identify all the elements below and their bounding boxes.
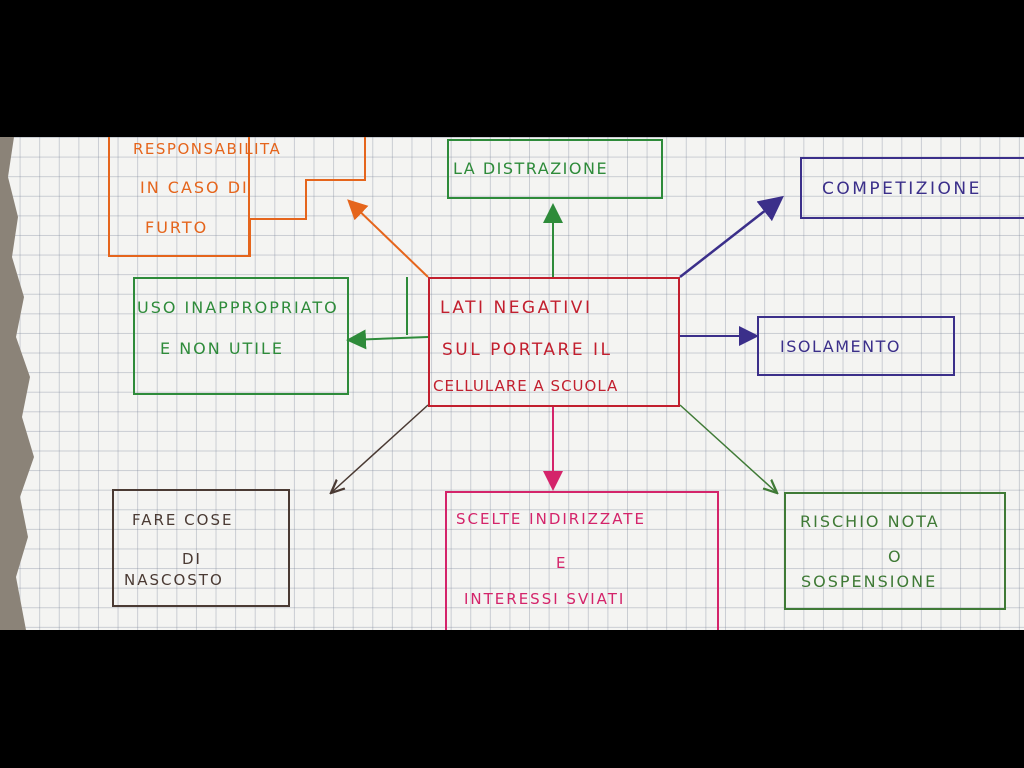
isolamento-label: ISOLAMENTO: [780, 337, 901, 356]
arrow-to-uso: [346, 329, 429, 350]
distrazione-label: LA DISTRAZIONE: [453, 159, 609, 178]
uso-line-1: USO INAPPROPRIATO: [137, 298, 339, 317]
rischio-line-1: RISCHIO NOTA: [800, 512, 940, 531]
responsabilita-line-2: IN CASO DI: [140, 178, 249, 197]
rischio-line-2: O: [888, 547, 903, 566]
connector-lines: [249, 137, 784, 630]
central-topic-line-1: LATI NEGATIVI: [440, 298, 593, 318]
torn-paper-edge: [0, 137, 34, 630]
competizione-label: COMPETIZIONE: [822, 179, 982, 199]
arrow-to-nascosto: [332, 404, 429, 492]
responsabilita-box: [108, 137, 250, 257]
scelte-box: [445, 491, 719, 630]
nascosto-line-1: FARE COSE: [132, 511, 234, 529]
nascosto-box: [112, 489, 290, 607]
uso-line-2: E NON UTILE: [160, 339, 285, 358]
responsabilita-line-1: RESPONSABILITA: [133, 140, 282, 158]
responsabilita-line-3: FURTO: [145, 218, 209, 237]
scelte-line-2: E: [556, 554, 568, 572]
scelte-line-3: INTERESSI SVIATI: [464, 590, 626, 608]
arrow-to-rischio: [679, 404, 776, 492]
competizione-box: [800, 157, 1024, 219]
arrow-to-competizione: [679, 195, 784, 278]
uso-box: [133, 277, 349, 395]
central-topic-line-3: CELLULARE A SCUOLA: [433, 377, 619, 395]
isolamento-box: [757, 316, 955, 376]
distrazione-box: [447, 139, 663, 199]
responsabilita-step-frame: [249, 137, 366, 257]
central-topic-box: [428, 277, 680, 407]
graph-paper-sheet: LATI NEGATIVI SUL PORTARE IL CELLULARE A…: [0, 137, 1024, 630]
rischio-line-3: SOSPENSIONE: [801, 572, 938, 591]
central-topic-line-2: SUL PORTARE IL: [442, 340, 613, 360]
nascosto-line-3: NASCOSTO: [124, 571, 224, 589]
arrow-to-responsabilita: [347, 199, 429, 278]
rischio-box: [784, 492, 1006, 610]
scelte-line-1: SCELTE INDIRIZZATE: [456, 510, 646, 528]
nascosto-line-2: DI: [182, 550, 202, 568]
